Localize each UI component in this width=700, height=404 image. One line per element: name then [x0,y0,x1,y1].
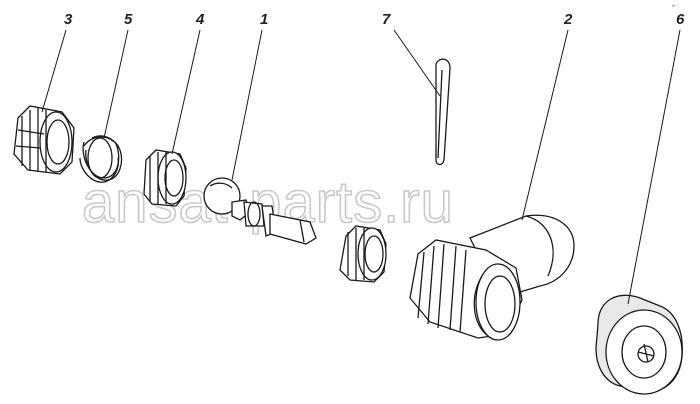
part-6-roller [595,294,683,395]
part-3-slotted-nut [13,105,75,175]
leader-line-2 [521,29,569,221]
callout-2: 2 [563,11,573,28]
callout-6: 6 [676,11,685,28]
castellated-ring [339,225,387,283]
callout-5: 5 [124,11,133,28]
callout-7: 7 [382,11,391,28]
callout-4: 4 [195,11,205,28]
leader-line-5 [103,29,129,139]
corner-mark: ˇ [672,4,675,14]
leader-line-4 [171,29,201,155]
leader-line-3 [41,29,67,113]
part-1-ball-pin [203,177,317,245]
part-4-castellated-nut [143,149,187,207]
leader-line-1 [231,29,263,181]
part-5-spring [79,135,123,183]
part-2-housing [409,214,575,341]
callout-3: 3 [64,11,73,28]
leader-line-7 [393,29,441,97]
callout-1: 1 [260,11,268,28]
part-7-cotter-pin [435,58,451,166]
leader-line-6 [627,29,681,305]
